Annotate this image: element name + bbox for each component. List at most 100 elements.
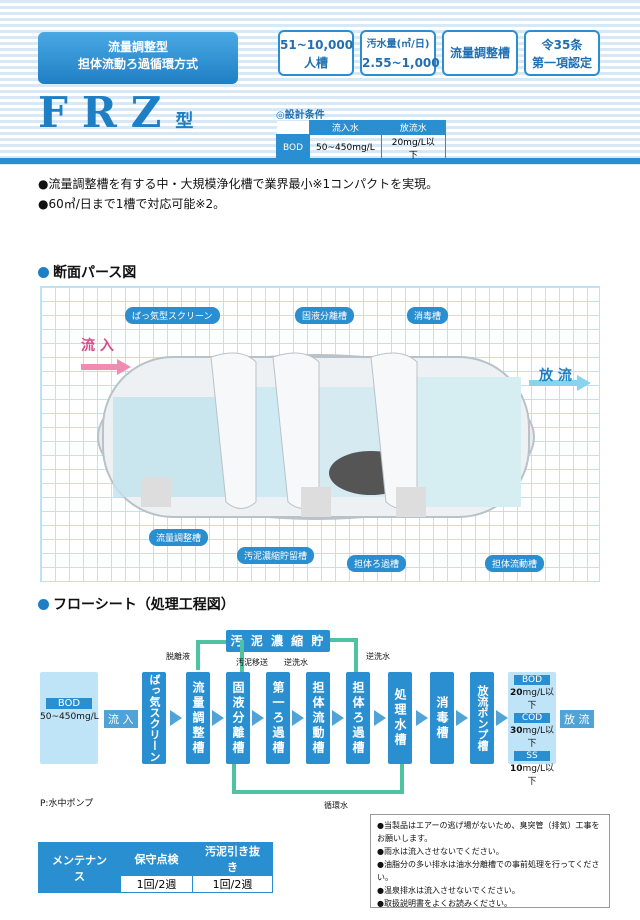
arrow-right-icon [456,710,468,726]
design-conditions-table: 流入水 放流水 BOD 50~450mg/L 20mg/L以下 [275,120,446,162]
callout-disinfection-tank: 消毒槽 [407,307,449,324]
badge-certification: 令35条 第一項認定 [524,30,600,76]
tagline-line2: 担体流動ろ過循環方式 [77,57,198,71]
arrow-right-icon [252,710,264,726]
section-flow-sheet-title: フローシート（処理工程図） [53,597,235,613]
maintenance-label: メンテナンス [38,842,121,893]
label-backwash-2: 逆洗水 [366,652,390,661]
label-circulation: 循環水 [324,801,348,810]
step-disinfection: 消毒槽 [430,672,454,764]
step-solid-liquid: 固液分離槽 [226,672,250,764]
note-1: ●当製品はエアーの逃げ場がないため、臭突管（排気）工事をお願いします。 [377,821,600,843]
step-carrier-filter: 担体ろ過槽 [346,672,370,764]
bullet-dot-icon [38,599,49,610]
badge-capacity: 51~10,000 人槽 [278,30,354,76]
feature-bullets: ●流量調整槽を有する中・大規模浄化槽で業界最小※1コンパクトを実現。 ●60㎥/… [38,174,438,214]
flow-inflow-label: 流 入 [104,710,138,728]
badge-cert-line2: 第一項認定 [531,56,592,70]
badge-capacity-range: 51~10,000 [280,38,354,52]
maintenance-table: メンテナンス 保守点検 汚泥引き抜き 1回/2週 1回/2週 [38,842,273,893]
result-bod-label: BOD [514,675,550,685]
arrow-right-icon [416,710,428,726]
label-sludge-transfer: 汚泥移送 [236,658,268,667]
tank-illustration [81,352,591,520]
step-treated-water: 処理水槽 [388,672,412,764]
arrow-right-icon [170,710,182,726]
inflow-bod-box: BOD 50~450mg/L [40,672,99,764]
arrow-right-icon [496,710,508,726]
inflow-bod-value: 50~450mg/L [40,712,99,722]
note-4: ●温泉排水は流入させないでください。 [377,886,520,895]
result-cod-unit: mg/L以下 [522,726,555,749]
result-bod: 20mg/L以下 [508,685,556,711]
design-outflow-value: 20mg/L以下 [380,134,446,162]
result-ss-value: 10 [509,764,523,774]
section-flow-sheet-heading: フローシート（処理工程図） [38,594,235,614]
tagline-line1: 流量調整型 [107,40,168,54]
step-carrier-fluidized: 担体流動槽 [306,672,330,764]
inflow-bod-label: BOD [46,698,92,709]
maintenance-inspection-value: 1回/2週 [120,875,193,893]
result-bod-value: 20 [509,688,523,698]
result-bod-unit: mg/L以下 [522,688,555,711]
result-ss-unit: mg/L以下 [522,764,555,787]
result-ss-label: SS [514,751,550,761]
callout-carrier-filter-tank: 担体ろ過槽 [347,555,407,572]
callout-flow-adjustment-tank: 流量調整槽 [149,529,209,546]
callout-carrier-fluidized-tank: 担体流動槽 [485,555,545,572]
callout-solid-liquid-tank: 固液分離槽 [295,307,355,324]
badge-flow: 汚水量(㎥/日) 2.55~1,000 [360,30,440,76]
maintenance-sludge-value: 1回/2週 [192,875,273,893]
green-line-a [240,640,244,672]
cross-section-diagram: 流 入 放 流 ばっ気型スクリーン 固液分離槽 消毒槽 流量調整槽 汚泥濃縮貯留… [40,286,600,582]
maintenance-col-sludge: 汚泥引き抜き [192,842,273,876]
green-line-backwash [330,638,358,672]
step-flow-adjustment: 流量調整槽 [186,672,210,764]
step-aeration-screen: ばっ気スクリーン [142,672,166,764]
label-backwash-1: 逆洗水 [284,658,308,667]
inflow-label: 流 入 [81,338,114,354]
badge-cert-line1: 令35条 [541,38,583,52]
note-2: ●雨水は流入させないでください。 [377,847,504,856]
arrow-right-icon [374,710,386,726]
notes-box: ●当製品はエアーの逃げ場がないため、臭突管（排気）工事をお願いします。 ●雨水は… [370,814,610,908]
badge-flow-range: 2.55~1,000 [362,56,440,70]
badge-capacity-unit: 人槽 [303,56,328,70]
section-cross-section-title: 断面パース図 [53,265,137,281]
step-discharge-pump: 放流ポンプ槽 [470,672,494,764]
result-cod: 30mg/L以下 [508,723,556,749]
callout-sludge-storage-tank: 汚泥濃縮貯留槽 [237,547,315,564]
pump-legend: P:水中ポンプ [40,799,94,809]
design-conditions-label: ◎設計条件 [276,110,325,121]
product-title: FRZ型 [38,88,193,137]
design-inflow-value: 50~450mg/L [309,134,382,162]
section-cross-section-heading: 断面パース図 [38,262,136,282]
bullet-dot-icon [38,267,49,278]
note-3: ●油脂分の多い排水は油水分離槽での事前処理を行ってください。 [377,860,600,882]
label-dewater: 脱離液 [166,652,190,661]
tagline: 流量調整型 担体流動ろ過循環方式 [38,32,238,84]
arrow-right-icon [292,710,304,726]
result-ss: 10mg/L以下 [508,761,556,787]
green-line-circulation [232,764,404,794]
callout-aeration-screen: ばっ気型スクリーン [125,307,220,324]
maintenance-col-inspection: 保守点検 [120,842,193,876]
badge-flow-tank-label: 流量調整槽 [449,46,510,60]
bullet-1: ●流量調整槽を有する中・大規模浄化槽で業界最小※1コンパクトを実現。 [38,177,439,191]
arrow-right-icon [212,710,224,726]
note-5: ●取扱説明書をよくお読みください。 [377,899,512,908]
sludge-storage-box: 汚 泥 濃 縮 貯 留 槽 [226,630,330,670]
step-first-filter: 第一ろ過槽 [266,672,290,764]
arrow-right-icon [332,710,344,726]
bullet-2: ●60㎥/日まで1槽で対応可能※2。 [38,197,226,211]
discharge-result-box: BOD 20mg/L以下 COD 30mg/L以下 SS 10mg/L以下 [508,672,556,787]
design-col-inflow: 流入水 [309,120,382,135]
green-line-dewater [196,640,226,670]
product-title-suffix: 型 [175,111,194,132]
badge-flow-tank: 流量調整槽 [442,30,518,76]
outflow-label: 放 流 [539,368,572,384]
result-cod-value: 30 [509,726,523,736]
design-col-outflow: 放流水 [380,120,446,135]
flow-outflow-label: 放 流 [560,710,594,728]
design-row-bod: BOD [275,134,311,162]
